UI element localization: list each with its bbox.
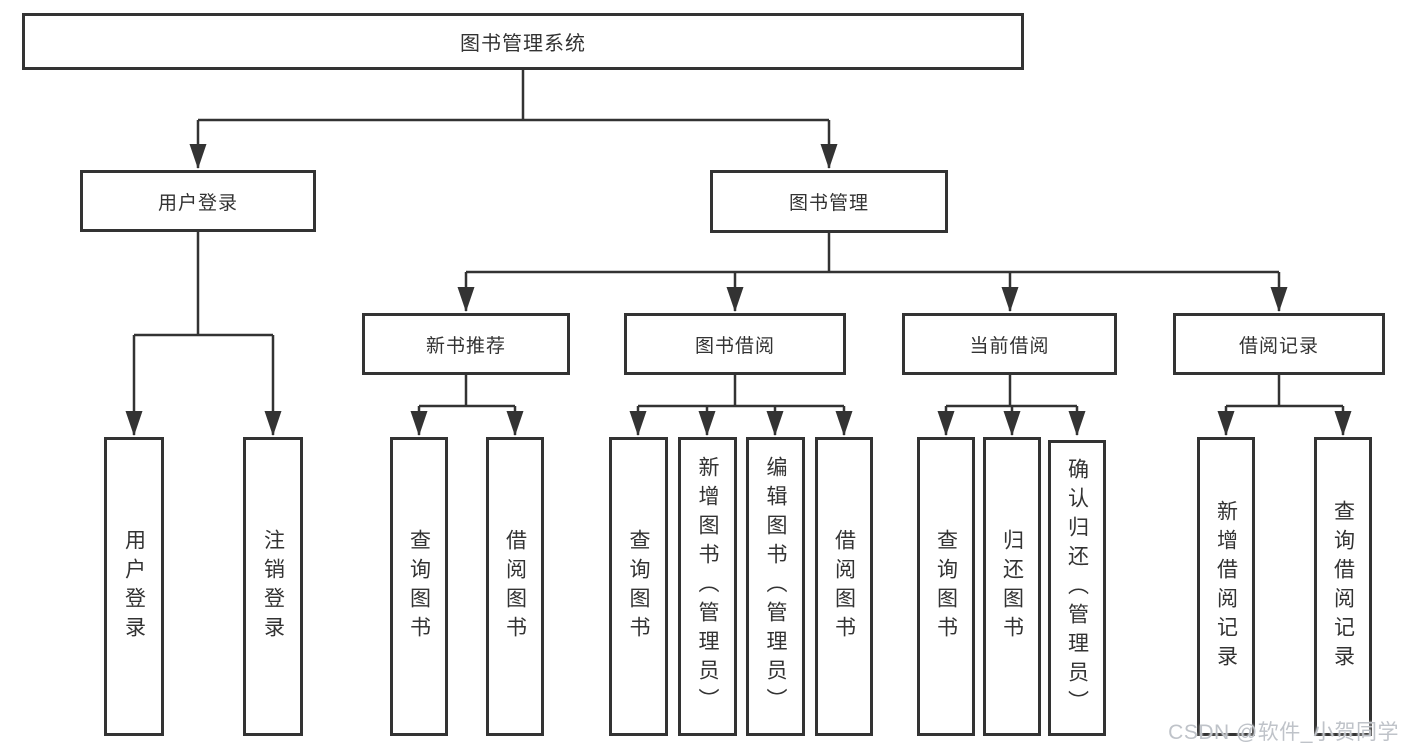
node-borrow-books-leaf: 借阅图书 [815, 437, 873, 736]
connector-user-login-children [125, 232, 282, 436]
node-new-book-recommendation: 新书推荐 [362, 313, 570, 375]
leaf-label: 编辑图书（管理员） [764, 456, 787, 717]
connector-current-borrowing-children [937, 375, 1086, 436]
node-edit-books-admin: 编辑图书（管理员） [746, 437, 805, 736]
leaf-label: 查询图书 [934, 528, 958, 645]
leaf-label: 确认归还（管理员） [1065, 457, 1089, 719]
node-return-books: 归还图书 [983, 437, 1041, 736]
node-logout-leaf: 注销登录 [243, 437, 303, 736]
leaf-label: 查询图书 [627, 528, 650, 645]
node-user-login: 用户登录 [80, 170, 316, 232]
node-borrow-books-recommend: 借阅图书 [486, 437, 544, 736]
node-book-management: 图书管理 [710, 170, 948, 233]
connector-new-book-recommendation-children [410, 375, 524, 436]
leaf-label: 用户登录 [122, 528, 146, 645]
node-user-login-leaf: 用户登录 [104, 437, 164, 736]
leaf-label: 新增图书（管理员） [696, 456, 719, 717]
leaf-label: 归还图书 [1000, 528, 1024, 645]
node-book-borrowing: 图书借阅 [624, 313, 846, 375]
node-query-books-borrowing: 查询图书 [609, 437, 668, 736]
leaf-label: 注销登录 [261, 528, 285, 645]
node-add-borrowing-record: 新增借阅记录 [1197, 437, 1255, 736]
node-current-borrowing: 当前借阅 [902, 313, 1117, 375]
node-confirm-return-admin: 确认归还（管理员） [1048, 440, 1106, 736]
connector-book-management-children [457, 233, 1288, 312]
connector-book-borrowing-children [629, 375, 853, 436]
connector-root-to-level2 [189, 69, 838, 169]
node-borrowing-records: 借阅记录 [1173, 313, 1385, 375]
connector-borrowing-records-children [1217, 375, 1352, 436]
leaf-label: 借阅图书 [832, 528, 856, 645]
node-query-borrowing-record: 查询借阅记录 [1314, 437, 1372, 736]
node-query-books-current: 查询图书 [917, 437, 975, 736]
leaf-label: 借阅图书 [503, 528, 527, 645]
leaf-label: 新增借阅记录 [1214, 499, 1238, 674]
node-query-books-recommend: 查询图书 [390, 437, 448, 736]
leaf-label: 查询图书 [407, 528, 431, 645]
node-library-management-system: 图书管理系统 [22, 13, 1024, 70]
leaf-label: 查询借阅记录 [1331, 499, 1355, 674]
node-add-books-admin: 新增图书（管理员） [678, 437, 737, 736]
